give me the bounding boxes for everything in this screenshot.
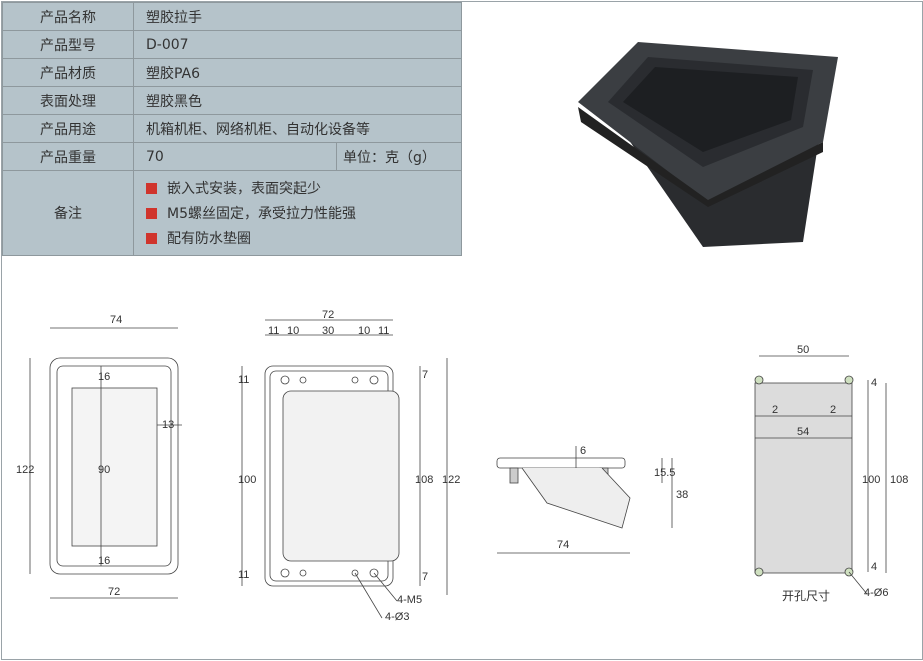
dim-label: 122: [16, 464, 34, 476]
front-view: 74 72 122 16 90 16 13: [16, 314, 182, 599]
notes-row: 备注 嵌入式安装，表面突起少 M5螺丝固定，承受拉力性能强 配有防水垫圈: [2, 170, 462, 256]
spec-row: 产品材质塑胶PA6: [2, 58, 462, 87]
dim-label: 10: [287, 325, 299, 337]
cutout-caption: 开孔尺寸: [782, 589, 830, 603]
dim-label: 72: [322, 309, 334, 321]
dim-label: 54: [797, 426, 809, 438]
spec-row: 表面处理塑胶黑色: [2, 86, 462, 115]
dim-label: 4: [871, 561, 877, 573]
dim-label: 74: [557, 539, 569, 551]
side-view: 6 15.5 38 74: [496, 445, 688, 554]
dim-label: 10: [358, 325, 370, 337]
dim-label: 108: [890, 474, 908, 486]
spec-label: 产品材质: [2, 58, 134, 87]
dim-label: 100: [862, 474, 880, 486]
spec-value: 机箱机柜、网络机柜、自动化设备等: [133, 114, 462, 143]
dim-label: 100: [238, 474, 256, 486]
dim-label: 13: [162, 419, 174, 431]
dim-label: 90: [98, 464, 110, 476]
note-item: M5螺丝固定，承受拉力性能强: [167, 206, 356, 222]
dim-label: 6: [580, 445, 586, 457]
dim-label: 11: [238, 374, 249, 386]
dim-label: 4-Ø6: [864, 587, 888, 599]
dim-label: 7: [422, 571, 428, 583]
notes-label: 备注: [2, 170, 134, 256]
spec-row: 产品名称塑胶拉手: [2, 2, 462, 31]
spec-value: 塑胶黑色: [133, 86, 462, 115]
spec-value: 塑胶PA6: [133, 58, 462, 87]
dim-label: 7: [422, 369, 428, 381]
spec-label: 产品名称: [2, 2, 134, 31]
note-item: 配有防水垫圈: [167, 231, 251, 247]
product-photo: [463, 2, 921, 257]
bullet-icon: [146, 182, 157, 194]
technical-drawings: 74 72 122 16 90 16 13 72 11 10 30 10 11 …: [16, 309, 908, 623]
dim-label: 2: [830, 404, 836, 416]
dim-label: 108: [415, 474, 433, 486]
dim-label: 72: [108, 586, 120, 598]
dim-label: 4-Ø3: [385, 611, 409, 623]
spec-value: 70: [133, 142, 337, 171]
spec-label: 产品型号: [2, 30, 134, 59]
back-view: 72 11 10 30 10 11 11 11 100 108 122 7 7 …: [238, 309, 460, 623]
note-item: 嵌入式安装，表面突起少: [167, 181, 321, 197]
dim-label: 38: [676, 489, 688, 501]
unit-label: 单位：克（g）: [336, 142, 462, 171]
spec-label: 产品用途: [2, 114, 134, 143]
dim-label: 11: [268, 325, 279, 337]
dim-label: 74: [110, 314, 122, 326]
dim-label: 122: [442, 474, 460, 486]
spec-label: 产品重量: [2, 142, 134, 171]
spec-label: 表面处理: [2, 86, 134, 115]
dim-label: 2: [772, 404, 778, 416]
dim-label: 16: [98, 555, 110, 567]
bullet-icon: [146, 232, 157, 244]
dim-label: 30: [322, 325, 334, 337]
dim-label: 11: [378, 325, 389, 337]
spec-value: D-007: [133, 30, 462, 59]
spec-row: 产品用途机箱机柜、网络机柜、自动化设备等: [2, 114, 462, 143]
dim-label: 11: [238, 569, 249, 581]
dim-label: 4-M5: [397, 594, 422, 606]
dim-label: 16: [98, 371, 110, 383]
spec-value: 塑胶拉手: [133, 2, 462, 31]
bullet-icon: [146, 207, 157, 219]
dim-label: 15.5: [654, 467, 675, 479]
dim-label: 50: [797, 344, 809, 356]
cutout-view: 50 54 2 2 4 4 100 108 4-Ø6 开孔尺寸: [754, 344, 908, 603]
dim-label: 4: [871, 377, 877, 389]
